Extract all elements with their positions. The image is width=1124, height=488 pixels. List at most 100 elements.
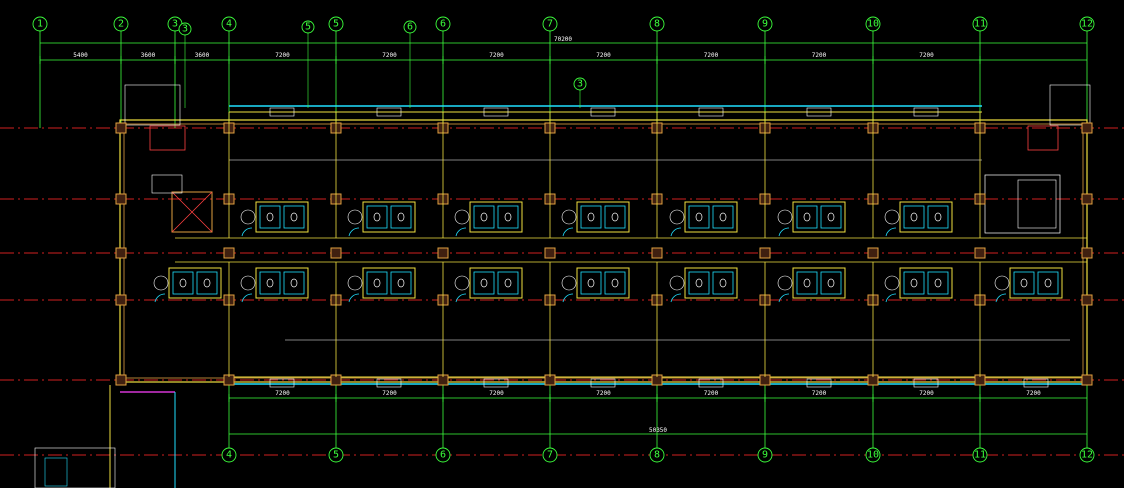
top-dim-segment: 7200 bbox=[704, 52, 719, 59]
north-pod-basin bbox=[910, 212, 918, 222]
north-pod-toilet-box bbox=[820, 205, 842, 229]
axis-label-top: 6 bbox=[440, 19, 446, 30]
north-pod-shower bbox=[580, 205, 602, 229]
axis-bubble-top bbox=[221, 16, 237, 32]
south-pod-wardrobe bbox=[884, 275, 900, 291]
south-pod-shower bbox=[796, 271, 818, 295]
axis-bubble-top bbox=[972, 16, 988, 32]
axis-label-top: 11 bbox=[974, 19, 986, 30]
north-pod-toilet-box bbox=[390, 205, 412, 229]
north-pod-door-swing bbox=[670, 227, 682, 237]
structural-columns bbox=[115, 112, 1093, 386]
south-pod-toilet-box bbox=[390, 271, 412, 295]
north-bathrooms bbox=[240, 201, 953, 237]
axis-bubble-bottom bbox=[649, 447, 665, 463]
top-dimension-line bbox=[40, 42, 1087, 61]
north-pod-wardrobe bbox=[240, 209, 256, 225]
column bbox=[651, 247, 663, 259]
south-pod-door-swing bbox=[670, 293, 682, 303]
top-dim-segment: 7200 bbox=[596, 52, 611, 59]
elevator-shaft bbox=[171, 191, 213, 233]
south-pod-shower bbox=[172, 271, 194, 295]
north-window-tag bbox=[806, 107, 832, 117]
south-pod-outline bbox=[1009, 267, 1063, 299]
north-pod-outline bbox=[792, 201, 846, 233]
axis-bubble-top bbox=[435, 16, 451, 32]
south-pod-wardrobe bbox=[454, 275, 470, 291]
north-pod-wardrobe bbox=[884, 209, 900, 225]
north-pod-outline bbox=[899, 201, 953, 233]
column bbox=[974, 247, 986, 259]
south-pod-basin bbox=[803, 278, 811, 288]
south-pod-door-swing bbox=[241, 293, 253, 303]
stair-west bbox=[124, 84, 213, 233]
south-pod-basin bbox=[480, 278, 488, 288]
north-pod-wardrobe bbox=[669, 209, 685, 225]
south-pod-shower bbox=[473, 271, 495, 295]
column bbox=[759, 247, 771, 259]
north-pod-shower bbox=[903, 205, 925, 229]
south-pod-shower bbox=[688, 271, 710, 295]
lower-left-extension bbox=[34, 385, 176, 488]
top-dim-segment: 3600 bbox=[141, 52, 156, 59]
east-stair-steps bbox=[1027, 125, 1059, 151]
south-window-tag bbox=[1023, 378, 1049, 388]
south-pod-toilet-box bbox=[820, 271, 842, 295]
axis-label-bottom: 10 bbox=[867, 450, 879, 461]
south-pod-shower bbox=[903, 271, 925, 295]
north-pod-shower bbox=[473, 205, 495, 229]
south-pod-shower bbox=[366, 271, 388, 295]
south-window-tag bbox=[913, 378, 939, 388]
axis-bubble-top bbox=[757, 16, 773, 32]
west-lobby-box bbox=[151, 174, 183, 194]
south-pod-wardrobe bbox=[240, 275, 256, 291]
bottom-dim-segment: 7200 bbox=[489, 390, 504, 397]
axis-label-top: 5 bbox=[333, 19, 339, 30]
south-window-tag bbox=[483, 378, 509, 388]
column bbox=[1081, 122, 1093, 134]
window-tags bbox=[269, 107, 1049, 388]
column bbox=[437, 247, 449, 259]
top-dim-segment: 7200 bbox=[812, 52, 827, 59]
axis-bubble-top bbox=[865, 16, 881, 32]
south-pod-toilet bbox=[934, 278, 942, 288]
south-pod-toilet-box bbox=[712, 271, 734, 295]
south-pod-basin bbox=[373, 278, 381, 288]
axis-label-top: 10 bbox=[867, 19, 879, 30]
column bbox=[115, 193, 127, 205]
north-pod-outline bbox=[469, 201, 523, 233]
north-pod-toilet bbox=[719, 212, 727, 222]
bottom-dimension-line bbox=[229, 397, 1087, 435]
south-window-tag bbox=[806, 378, 832, 388]
column bbox=[115, 294, 127, 306]
south-pod-wardrobe bbox=[347, 275, 363, 291]
south-pod-door-swing bbox=[154, 293, 166, 303]
north-pod-toilet bbox=[827, 212, 835, 222]
north-pod-wardrobe bbox=[777, 209, 793, 225]
north-pod-shower bbox=[796, 205, 818, 229]
axis-label-bottom: 5 bbox=[333, 450, 339, 461]
axis-label-bottom: 4 bbox=[226, 450, 232, 461]
south-pod-wardrobe bbox=[669, 275, 685, 291]
bottom-dim-segment: 7200 bbox=[596, 390, 611, 397]
north-window-tag bbox=[913, 107, 939, 117]
south-pod-toilet bbox=[203, 278, 211, 288]
north-pod-toilet-box bbox=[497, 205, 519, 229]
north-pod-wardrobe bbox=[347, 209, 363, 225]
east-stair-outline bbox=[1049, 84, 1091, 126]
axis-bubble-bottom bbox=[757, 447, 773, 463]
south-pod-toilet bbox=[611, 278, 619, 288]
column bbox=[1081, 193, 1093, 205]
south-pod-wardrobe bbox=[153, 275, 169, 291]
north-pod-toilet bbox=[397, 212, 405, 222]
south-pod-door-swing bbox=[995, 293, 1007, 303]
callout-label: 6 bbox=[407, 22, 413, 33]
south-pod-outline bbox=[255, 267, 309, 299]
axis-bubble-bottom bbox=[972, 447, 988, 463]
column bbox=[115, 122, 127, 134]
north-pod-toilet bbox=[504, 212, 512, 222]
